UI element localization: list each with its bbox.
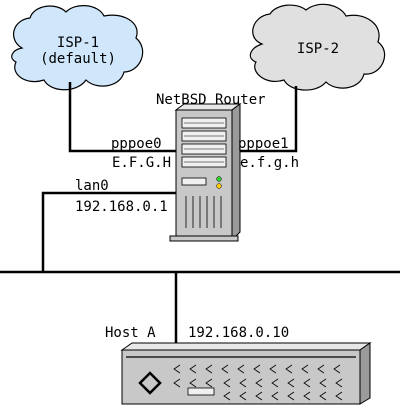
isp1-default-note: (default) <box>40 51 116 67</box>
router-tower-icon <box>169 103 242 242</box>
pppoe0-link <box>68 82 176 153</box>
isp2-name: ISP-2 <box>296 41 340 57</box>
router-title: NetBSD Router <box>156 92 266 108</box>
lan0-iface-name: lan0 <box>75 178 109 194</box>
power-button-icon <box>138 371 162 395</box>
pppoe1-iface-addr: e.f.g.h <box>240 155 300 171</box>
host-name: Host A <box>105 325 156 341</box>
pppoe1-link <box>235 86 298 153</box>
isp1-name: ISP-1 <box>56 35 100 51</box>
led-yellow-icon <box>216 183 222 189</box>
pppoe0-iface-addr: E.F.G.H <box>112 155 172 171</box>
pppoe0-iface-name: pppoe0 <box>111 136 162 152</box>
isp1-cloud-shape <box>11 5 144 91</box>
lan0-iface-addr: 192.168.0.1 <box>75 199 168 215</box>
lan0-link <box>41 191 176 272</box>
host-addr: 192.168.0.10 <box>188 325 290 341</box>
isp1-label: ISP-1 (default) <box>28 35 128 67</box>
host-desktop-icon <box>120 342 372 405</box>
isp2-cloud-shape <box>249 3 386 91</box>
led-green-icon <box>216 176 222 182</box>
pppoe1-iface-name: pppoe1 <box>238 136 289 152</box>
